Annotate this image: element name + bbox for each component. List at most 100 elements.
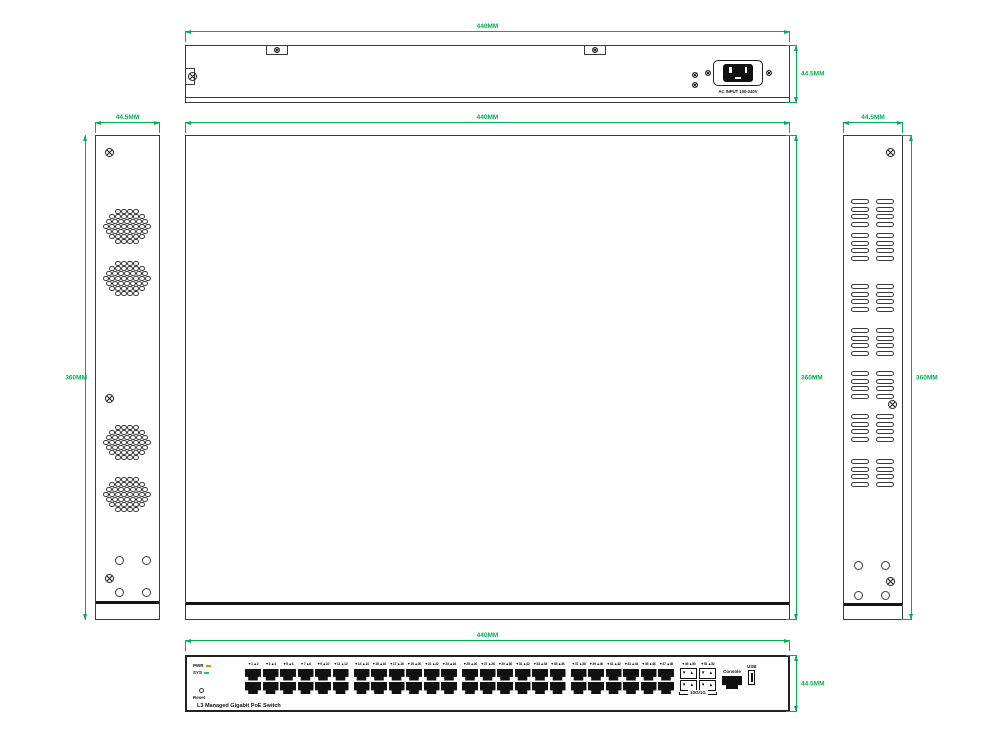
rj45-port [406,668,422,681]
vent-hole [139,429,145,435]
rj45-port [640,682,657,694]
arrow-left-icon [95,121,101,125]
vent-hole [127,481,133,487]
vent-hole-row [102,481,152,487]
vent-hole [115,238,121,244]
port-column: ▼35 ▲36 [549,662,566,694]
mount-hole [881,561,890,570]
vent-slot [876,335,894,341]
vent-slot [851,350,869,356]
front-view: PWR SYS Reset L3 Managed Gigabit PoE Swi… [185,655,790,712]
usb-port [748,670,756,685]
dimension-line [796,45,797,103]
vent-hole [133,275,139,281]
port-column: ▼41 ▲42 [605,662,622,694]
vent-hole [118,444,124,450]
vent-slot [851,206,869,212]
vent-hole [145,223,151,229]
dimension-line [185,31,790,32]
arrow-right-icon [784,639,790,643]
vent-slot [876,240,894,246]
vent-hole [127,290,133,296]
vent-hole [127,275,133,281]
vent-hole [118,434,124,440]
extension-tick [901,135,912,136]
vent-slot [851,255,869,261]
vent-slot [851,248,869,253]
vent-hole [133,481,139,487]
sfp-cage: ▼ ▲ [680,668,697,679]
port-column: ▼21 ▲22 [423,662,440,694]
vent-hole [115,265,121,271]
vent-hole [130,496,136,502]
arrow-up-icon [794,655,798,661]
rj45-port [353,682,370,694]
vent-slot [851,386,869,391]
sys-led-label: SYS [193,670,210,675]
vent-hole [136,218,142,224]
vent-hole [109,491,115,497]
mount-hole [142,588,151,597]
vent-hole [130,218,136,224]
port-column: ▼7 ▲8 [297,662,314,694]
port-number-label: ▼45 ▲46 [641,662,656,666]
vent-hole [118,496,124,502]
vent-hole [124,218,130,224]
dimension-line [185,640,790,641]
ac-inlet-face [723,64,753,82]
vent-hole [139,439,145,445]
sfp-section: ▼49 ▲50▼ ▲▼ ▲ ▼51 ▲52▼ ▲▼ ▲ 10G/1G [679,662,717,695]
left-side-width-dimension-label: 44.5MM [115,114,140,121]
vent-hole [118,218,124,224]
vent-hole [115,429,121,435]
vent-hole [139,449,145,455]
reset-label: Reset [193,695,206,700]
rj45-port [514,668,531,681]
arrow-right-icon [154,121,160,125]
vent-hole [112,486,118,492]
vent-hole [130,444,136,450]
vent-hole [106,228,112,234]
port-column: ▼39 ▲40 [588,662,604,694]
vent-hole [115,290,121,296]
mount-hole [115,588,124,597]
vent-hole [118,280,124,286]
rj45-port [532,668,548,681]
vent-hole [115,454,121,460]
vent-hex-cluster [102,424,152,460]
vent-hole [124,228,130,234]
arrow-left-icon [185,121,191,125]
rj45-port [514,682,531,694]
vent-hole-row [102,429,152,435]
top-width-dimension-label: 440MM [476,114,499,121]
vent-hole [133,429,139,435]
vent-slot [876,284,894,289]
right-side-width-dimension: 44.5MM [843,113,903,133]
vent-hole [142,270,148,276]
vent-hole [115,491,121,497]
ac-pin [744,67,747,73]
vent-hole-row [102,434,152,440]
extension-tick [185,31,186,42]
rj45-port [658,668,674,681]
rj45-port-group-4: ▼37 ▲38▼39 ▲40▼41 ▲42▼43 ▲44▼45 ▲46▼47 ▲… [570,662,674,694]
vent-hole [115,506,121,512]
vent-hole [115,481,121,487]
vent-slot [851,474,869,479]
vent-hole [106,218,112,224]
port-number-label: ▼7 ▲8 [300,662,311,666]
vent-hole [121,223,127,229]
right-side-view [843,135,903,620]
vent-hole-row [102,506,152,512]
vent-hole [127,265,133,271]
vent-hole [133,506,139,512]
vent-slot [876,214,894,219]
vent-hole [109,233,115,239]
vent-hole-row [102,491,152,497]
vent-hole [121,213,127,219]
vent-slot [876,291,894,297]
port-number-label: ▼31 ▲32 [515,662,530,666]
vent-hole [127,223,133,229]
vent-hole [142,228,148,234]
vent-slot-group [851,233,894,261]
